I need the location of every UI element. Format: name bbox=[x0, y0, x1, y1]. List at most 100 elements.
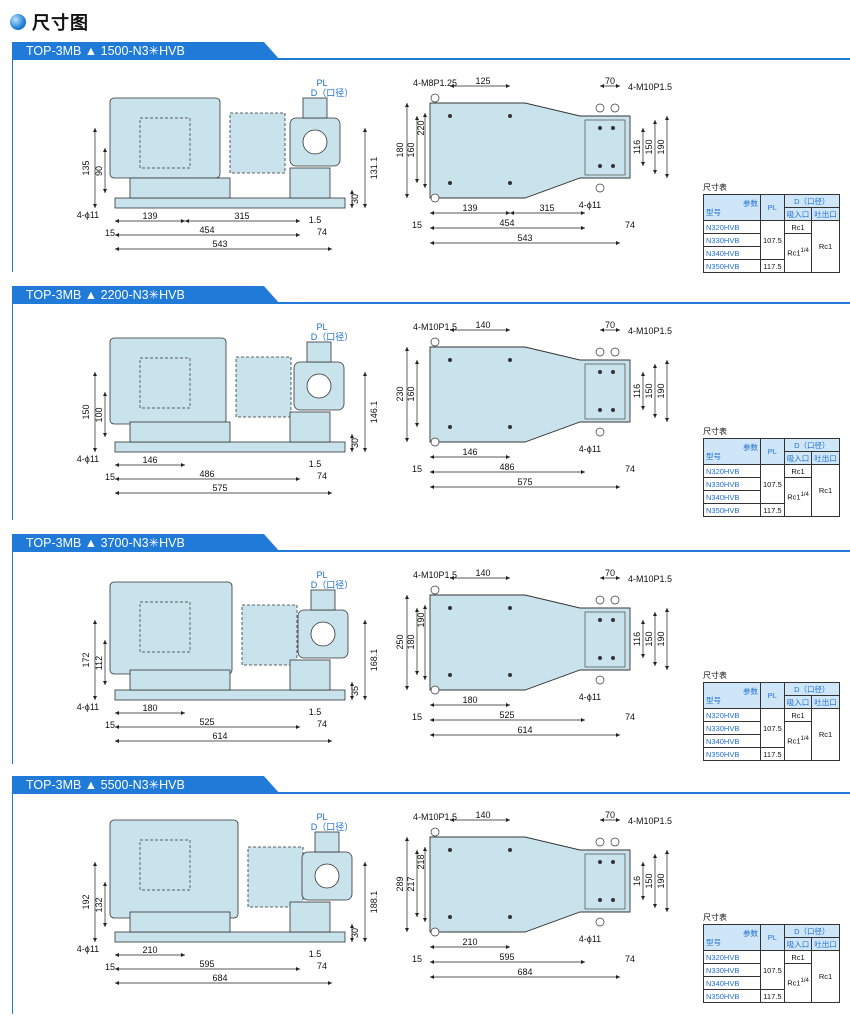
label-pl: PL bbox=[316, 78, 327, 88]
section-left-rule bbox=[12, 60, 13, 272]
dim-r3: 190 bbox=[656, 139, 666, 154]
dim-phi: 4-ϕ11 bbox=[77, 702, 99, 712]
outlet-cell: Rc1 bbox=[811, 464, 840, 517]
base-plate-outline bbox=[429, 594, 631, 691]
mount-hole bbox=[508, 358, 512, 362]
mount-hole bbox=[448, 915, 452, 919]
dim-15: 15 bbox=[105, 962, 115, 972]
dim-height-1: 192 bbox=[81, 894, 91, 909]
col-inlet: 吸入口 bbox=[783, 937, 813, 951]
dim-74: 74 bbox=[317, 227, 327, 237]
dim-1-5: 1.5 bbox=[309, 949, 322, 959]
label-pl: PL bbox=[316, 812, 327, 822]
label-d: D（口径） bbox=[311, 579, 354, 590]
dim-r2: 150 bbox=[644, 873, 654, 888]
dim-v2: 217 bbox=[406, 876, 416, 891]
mount-hole bbox=[448, 848, 452, 852]
col-pl: PL bbox=[760, 924, 785, 951]
dim-phi: 4-ϕ11 bbox=[77, 210, 99, 220]
inlet-main: Rc1 bbox=[787, 736, 801, 746]
dim-74: 74 bbox=[317, 961, 327, 971]
inlet-main: Rc1 bbox=[787, 248, 801, 258]
pl-cell: 117.5 bbox=[760, 259, 785, 273]
dim-a: 180 bbox=[142, 703, 157, 713]
outlet-cell: Rc1 bbox=[811, 220, 840, 273]
label-hole-a: 4-M10P1.5 bbox=[413, 322, 457, 332]
dim-plan-74: 74 bbox=[625, 220, 635, 230]
dim-w1: 140 bbox=[475, 810, 490, 820]
dim-d: 614 bbox=[212, 731, 227, 741]
mount-hole bbox=[598, 370, 602, 374]
col-inlet: 吸入口 bbox=[783, 451, 813, 465]
label-hole-b: 4-M10P1.5 bbox=[628, 326, 672, 336]
model-cell: N330HVB bbox=[703, 233, 761, 247]
model-cell: N330HVB bbox=[703, 477, 761, 491]
model-cell: N340HVB bbox=[703, 734, 761, 748]
inlet-cell: Rc1 bbox=[783, 950, 813, 964]
dim-r2: 150 bbox=[644, 139, 654, 154]
label-hole-a: 4-M8P1.25 bbox=[413, 78, 457, 88]
dim-shaft-height: 168.1 bbox=[369, 649, 379, 672]
coupling-guard bbox=[247, 846, 304, 908]
motor-body bbox=[109, 581, 233, 675]
dim-height-2: 132 bbox=[94, 897, 104, 912]
dim-base-height: 30 bbox=[350, 438, 360, 448]
label-pl: PL bbox=[316, 570, 327, 580]
dim-r1: 116 bbox=[632, 384, 642, 398]
col-pl: PL bbox=[760, 194, 785, 221]
pl-cell: 117.5 bbox=[760, 503, 785, 517]
dim-v1: 289 bbox=[395, 876, 405, 891]
label-d: D（口径） bbox=[311, 821, 354, 832]
dim-plan-c: 454 bbox=[499, 218, 514, 228]
label-hole-a: 4-M10P1.5 bbox=[413, 812, 457, 822]
dim-plan-d: 684 bbox=[517, 967, 532, 977]
dim-a: 146 bbox=[142, 455, 157, 465]
model-cell: N350HVB bbox=[703, 503, 761, 517]
mount-hole bbox=[508, 181, 512, 185]
inlet-cell: Rc11/4 bbox=[783, 477, 813, 517]
mount-hole bbox=[598, 618, 602, 622]
model-cell: N320HVB bbox=[703, 708, 761, 722]
mount-hole bbox=[508, 114, 512, 118]
col-d: D（口径） bbox=[783, 924, 840, 938]
pl-cell: 107.5 bbox=[760, 950, 785, 990]
dim-r3: 190 bbox=[656, 873, 666, 888]
banner-rule bbox=[12, 58, 850, 60]
model-cell: N350HVB bbox=[703, 259, 761, 273]
size-table-caption: 尺寸表 bbox=[703, 427, 727, 436]
table-row: N330HVB Rc11/4 bbox=[703, 477, 840, 517]
dim-c: 525 bbox=[199, 717, 214, 727]
dim-d: 543 bbox=[212, 239, 227, 249]
col-inlet: 吸入口 bbox=[783, 695, 813, 709]
motor-body bbox=[109, 97, 221, 179]
section-title-banner: TOP-3MB ▲ 1500-N3✳HVB bbox=[12, 42, 280, 60]
dim-phi: 4-ϕ11 bbox=[77, 454, 99, 464]
dim-v2: 180 bbox=[406, 634, 416, 649]
dim-v3: 218 bbox=[416, 854, 426, 869]
dim-plan-74: 74 bbox=[625, 954, 635, 964]
outlet-cell: Rc1 bbox=[811, 950, 840, 1003]
col-pl: PL bbox=[760, 438, 785, 465]
dim-r1: 116 bbox=[632, 140, 642, 154]
mount-hole bbox=[508, 606, 512, 610]
dim-plan-15: 15 bbox=[412, 220, 422, 230]
banner-rule bbox=[12, 302, 850, 304]
dim-b: 315 bbox=[234, 211, 249, 221]
model-cell: N320HVB bbox=[703, 950, 761, 964]
motor-body bbox=[109, 819, 239, 919]
label-d: D（口径） bbox=[311, 87, 354, 98]
mount-hole bbox=[611, 370, 615, 374]
